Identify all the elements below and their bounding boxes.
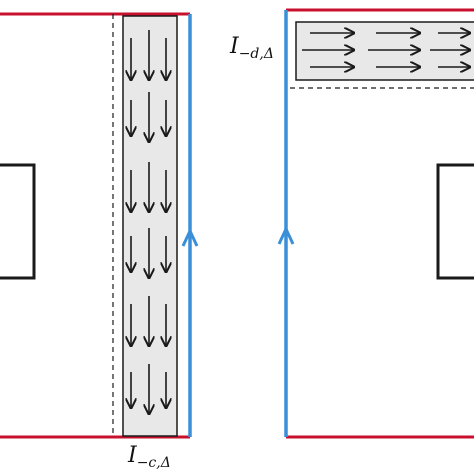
right-blue-edge-up-arrow <box>277 225 295 245</box>
left-strip-label-main: I <box>128 443 137 468</box>
left-blue-edge-up-arrow <box>181 227 199 247</box>
left-strip-vector-field <box>131 30 166 414</box>
right-panel <box>277 8 474 439</box>
right-inner-square <box>436 163 474 280</box>
right-strip-vector-field <box>302 33 470 67</box>
right-strip-label-sub: −d,Δ <box>238 46 274 62</box>
right-strip <box>295 21 474 81</box>
left-panel <box>0 12 199 439</box>
right-strip-label: I−d,Δ <box>230 34 274 62</box>
left-strip-label-sub: −c,Δ <box>136 455 171 471</box>
left-strip <box>122 15 178 437</box>
left-strip-label: I−c,Δ <box>128 443 171 471</box>
left-inner-square <box>0 163 36 280</box>
right-strip-label-main: I <box>230 34 239 59</box>
